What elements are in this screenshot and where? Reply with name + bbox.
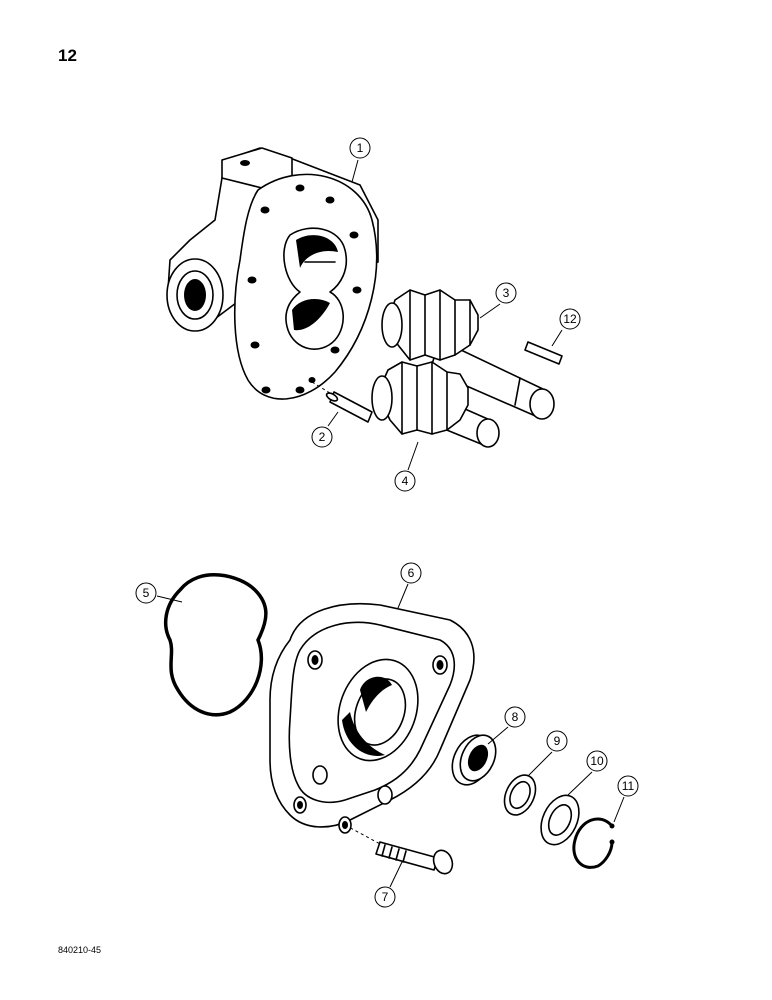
callout-2-label: 2: [319, 430, 326, 444]
callout-12: 12: [551, 308, 581, 347]
callout-10-label: 10: [590, 754, 604, 768]
figure-code: 840210-45: [58, 945, 102, 955]
end-cover: [269, 602, 475, 834]
key: [524, 341, 563, 365]
callout-4: 4: [394, 441, 419, 492]
callout-6-label: 6: [408, 566, 415, 580]
driven-gear: [371, 361, 500, 448]
callout-2: 2: [311, 411, 339, 448]
callout-9-label: 9: [554, 734, 561, 748]
callout-4-label: 4: [402, 474, 409, 488]
callout-8-label: 8: [512, 710, 519, 724]
page-number: 12: [58, 46, 77, 65]
washer-9: [503, 774, 537, 816]
callout-9: 9: [527, 730, 568, 777]
callout-7-label: 7: [382, 890, 389, 904]
callout-8: 8: [487, 706, 526, 745]
pump-body: [166, 147, 379, 400]
callout-1: 1: [349, 137, 371, 183]
callout-3-label: 3: [503, 286, 510, 300]
bolt: [344, 824, 454, 875]
callout-3: 3: [479, 282, 517, 319]
washer-10: [540, 794, 580, 846]
seal-ring: [163, 573, 268, 717]
callout-6: 6: [397, 562, 422, 609]
callout-5: 5: [135, 582, 183, 604]
shaft-seal: [451, 734, 497, 786]
retaining-ring: [572, 817, 615, 869]
callout-11: 11: [613, 775, 639, 823]
callout-7: 7: [374, 861, 403, 908]
dowel-pin: [311, 381, 373, 423]
callout-10: 10: [567, 750, 608, 796]
callout-1-label: 1: [357, 141, 364, 155]
drive-gear: [381, 289, 555, 420]
callout-11-label: 11: [622, 779, 635, 793]
callout-12-label: 12: [563, 312, 577, 326]
callout-5-label: 5: [143, 586, 150, 600]
